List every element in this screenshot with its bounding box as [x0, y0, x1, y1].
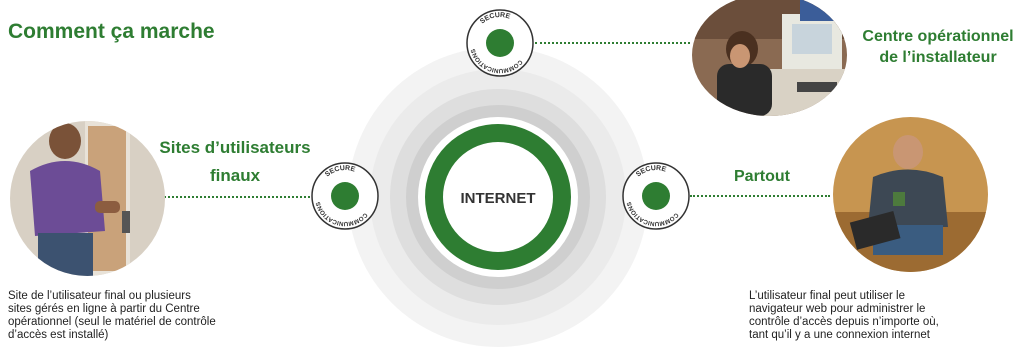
connector-installer — [535, 42, 690, 44]
secure-comms-badge-right: SECURE COMMUNICATIONS — [622, 162, 690, 230]
internet-ring — [425, 124, 571, 270]
end-user-sites-description: Site de l’utilisateur final ou plusieurs… — [8, 290, 216, 341]
end-user-sites-label: Sites d’utilisateurs finaux — [159, 138, 311, 185]
installer-label: Centre opérationnel de l’installateur — [862, 28, 1014, 66]
end-user-site-photo — [10, 121, 165, 276]
page-title: Comment ça marche — [8, 20, 215, 43]
installer-photo — [692, 0, 847, 116]
badge-dot — [331, 182, 359, 210]
anywhere-label: Partout — [734, 168, 790, 185]
badge-dot — [642, 182, 670, 210]
anywhere-description: L’utilisateur final peut utiliser le nav… — [749, 290, 939, 341]
anywhere-photo — [833, 117, 988, 272]
secure-comms-badge-top: SECURE COMMUNICATIONS — [466, 9, 534, 77]
badge-dot — [486, 29, 514, 57]
connector-sites — [120, 196, 310, 198]
internet-label: INTERNET — [461, 190, 536, 207]
secure-comms-badge-left: SECURE COMMUNICATIONS — [311, 162, 379, 230]
connector-anywhere — [690, 195, 830, 197]
